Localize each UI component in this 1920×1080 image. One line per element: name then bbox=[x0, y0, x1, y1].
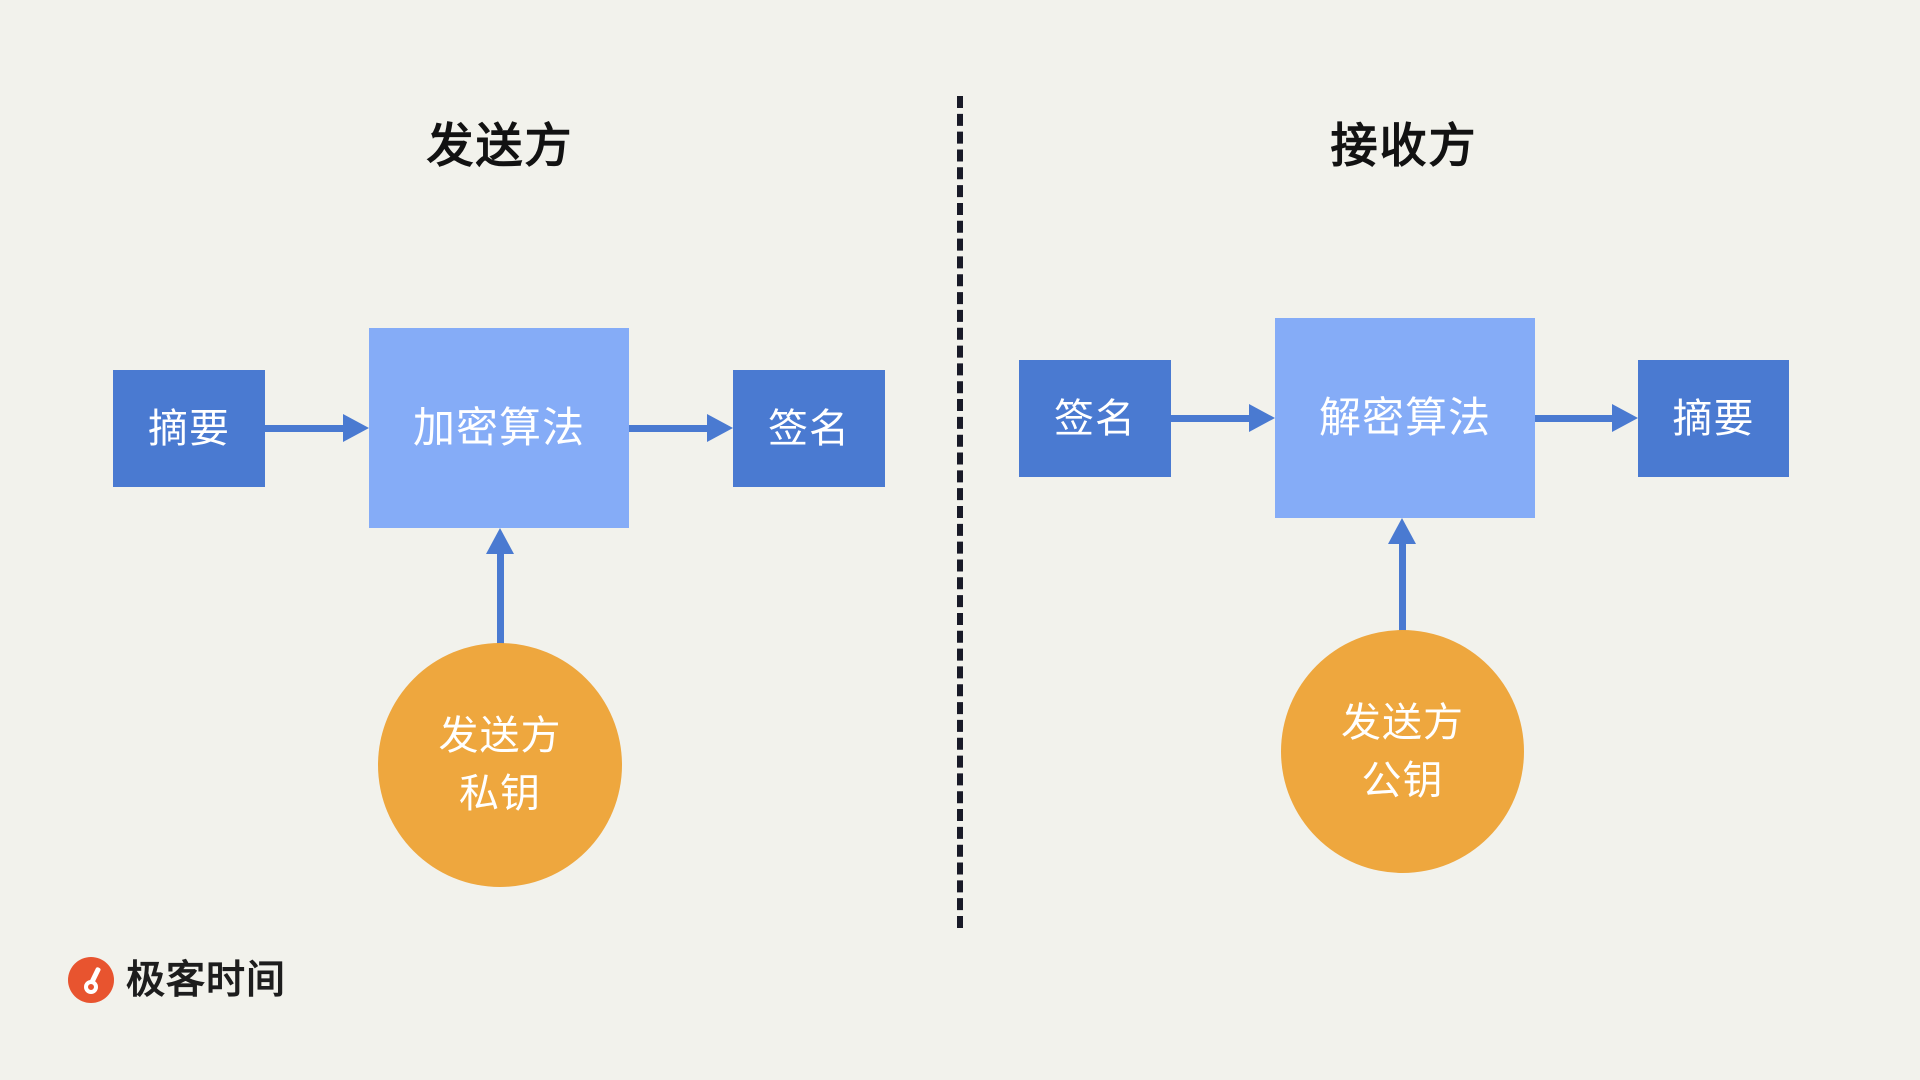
arrow-public-key-to-decrypt bbox=[1388, 518, 1416, 632]
sender-digest-box[interactable]: 摘要 bbox=[113, 370, 265, 487]
receiver-signature-label: 签名 bbox=[1054, 396, 1136, 441]
arrow-shaft bbox=[1398, 534, 1406, 632]
sender-encrypt-algorithm-box[interactable]: 加密算法 bbox=[369, 328, 629, 528]
arrow-shaft bbox=[496, 544, 504, 644]
arrow-head-icon bbox=[486, 528, 514, 554]
arrow-signature-to-decrypt bbox=[1171, 404, 1275, 432]
receiver-decrypt-algorithm-box[interactable]: 解密算法 bbox=[1275, 318, 1535, 518]
brand-name: 极客时间 bbox=[126, 958, 287, 1002]
arrow-head-icon bbox=[1388, 518, 1416, 544]
receiver-public-key-circle[interactable]: 发送方 公钥 bbox=[1281, 630, 1524, 873]
receiver-digest-box[interactable]: 摘要 bbox=[1638, 360, 1789, 477]
receiver-signature-box[interactable]: 签名 bbox=[1019, 360, 1171, 477]
arrow-head-icon bbox=[1612, 404, 1638, 432]
receiver-digest-label: 摘要 bbox=[1672, 396, 1755, 441]
arrow-decrypt-to-digest bbox=[1535, 404, 1638, 432]
arrow-head-icon bbox=[1249, 404, 1275, 432]
sender-private-key-circle[interactable]: 发送方 私钥 bbox=[378, 643, 622, 887]
sender-private-key-line1: 发送方 bbox=[438, 714, 562, 758]
sender-signature-box[interactable]: 签名 bbox=[733, 370, 885, 487]
arrow-head-icon bbox=[707, 414, 733, 442]
receiver-decrypt-algorithm-label: 解密算法 bbox=[1318, 394, 1491, 441]
sender-private-key-line2: 私钥 bbox=[459, 772, 541, 816]
sender-encrypt-algorithm-label: 加密算法 bbox=[412, 404, 585, 451]
arrow-head-icon bbox=[343, 414, 369, 442]
arrow-shaft bbox=[629, 424, 715, 432]
arrow-private-key-to-encrypt bbox=[486, 528, 514, 644]
vertical-dashed-divider bbox=[957, 96, 963, 928]
section-title-sender: 发送方 bbox=[426, 119, 574, 172]
sender-signature-label: 签名 bbox=[768, 406, 850, 451]
sender-digest-label: 摘要 bbox=[148, 406, 230, 451]
section-title-receiver: 接收方 bbox=[1330, 119, 1478, 172]
geek-time-logo-icon bbox=[68, 957, 114, 1003]
receiver-public-key-line1: 发送方 bbox=[1341, 700, 1464, 745]
brand-logo: 极客时间 bbox=[68, 957, 286, 1003]
arrow-shaft bbox=[1171, 414, 1257, 422]
arrow-shaft bbox=[1535, 414, 1620, 422]
arrow-shaft bbox=[265, 424, 351, 432]
receiver-public-key-line2: 公钥 bbox=[1361, 758, 1444, 803]
arrow-encrypt-to-signature bbox=[629, 414, 733, 442]
arrow-digest-to-encrypt bbox=[265, 414, 369, 442]
